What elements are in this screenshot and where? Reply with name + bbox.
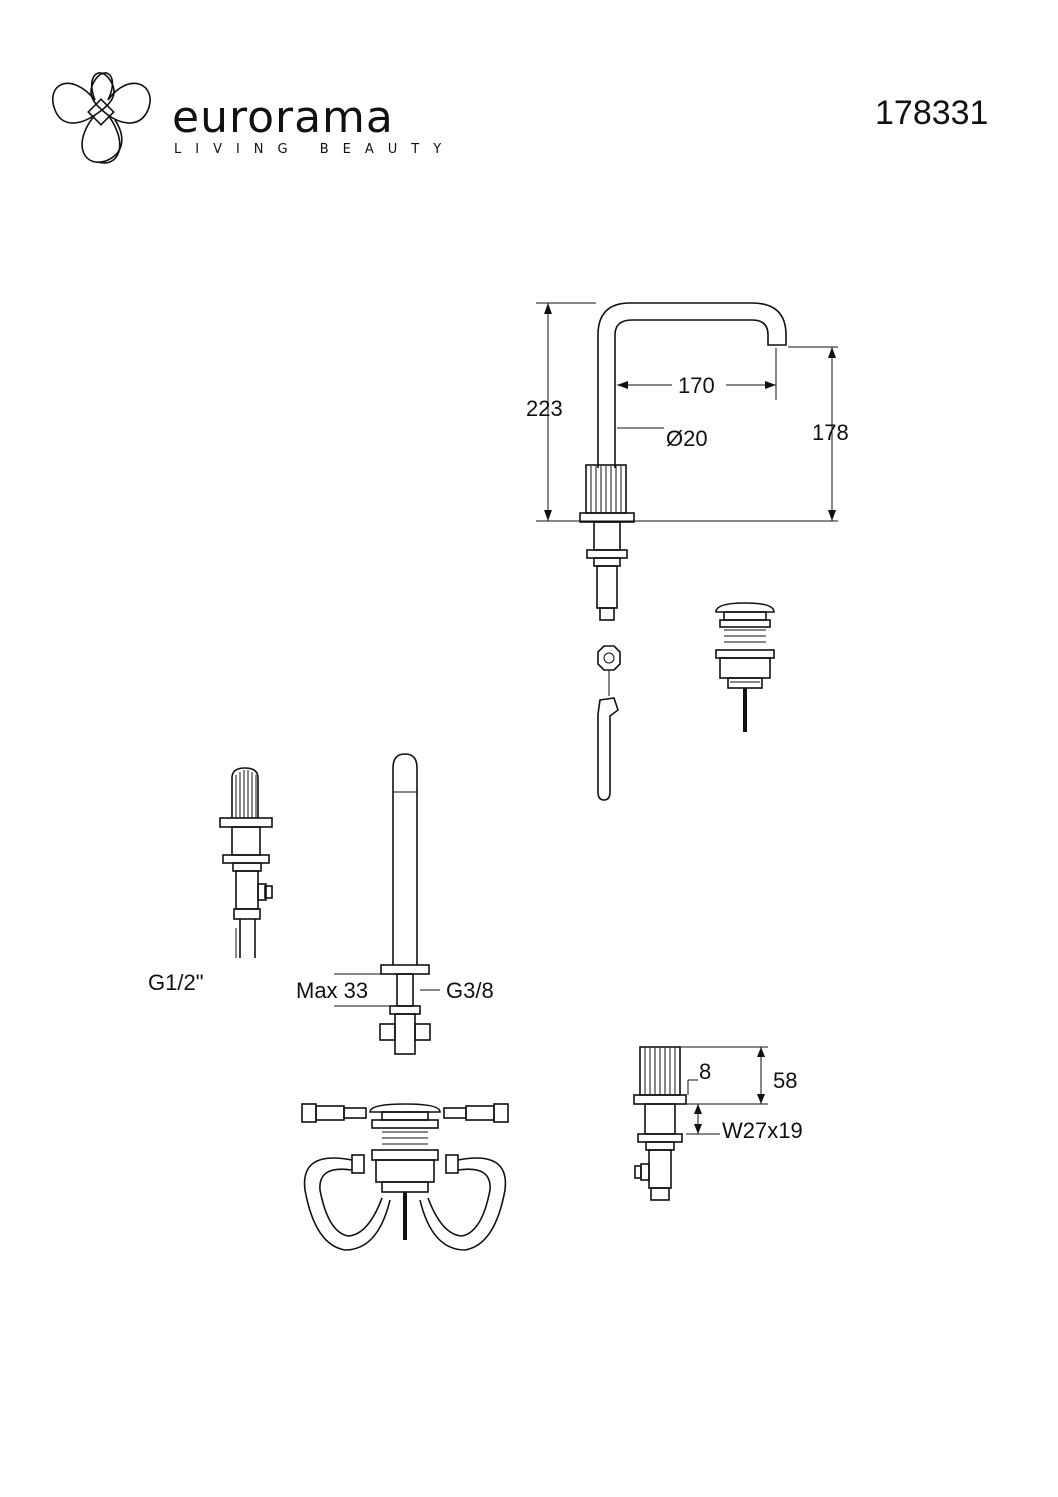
product-code: 178331 <box>875 94 988 132</box>
dim-flange-thickness: 8 <box>699 1059 711 1084</box>
dim-spout-connection: G3/8 <box>446 978 494 1003</box>
dim-outlet-height: 178 <box>812 420 849 445</box>
pop-up-waste <box>715 602 775 732</box>
dim-max-deck-thickness: Max 33 <box>296 978 368 1003</box>
dim-handle-connection: G1/2" <box>148 970 204 995</box>
dim-handle-thread: W27x19 <box>722 1118 803 1143</box>
brand-tagline: LIVING BEAUTY <box>174 142 455 157</box>
dim-projection: 170 <box>678 373 715 398</box>
dim-handle-height: 58 <box>773 1068 797 1093</box>
eurorama-logo-icon <box>52 72 151 164</box>
brand-name: eurorama <box>172 92 394 143</box>
spout-front-view <box>334 753 440 1055</box>
handle-valve-right <box>633 1046 768 1201</box>
fluted-body <box>585 464 627 514</box>
spout-side-view: 223 170 Ø20 178 <box>526 302 849 801</box>
handle-valve-left <box>219 767 273 958</box>
waste-with-hoses <box>301 1103 509 1251</box>
hex-nut <box>597 645 621 671</box>
dimension-lines <box>536 302 838 522</box>
dim-spout-diameter: Ø20 <box>666 426 708 451</box>
dim-total-height: 223 <box>526 396 563 421</box>
flexible-hose <box>597 697 619 801</box>
